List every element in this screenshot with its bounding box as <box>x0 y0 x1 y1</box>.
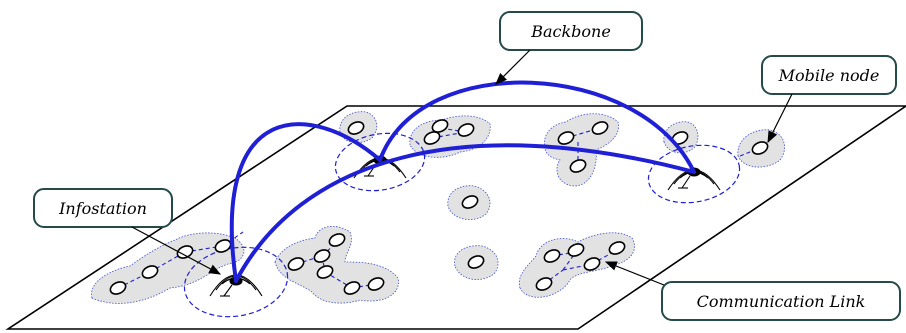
backbone-links <box>229 80 696 283</box>
callout-backbone: Backbone <box>495 11 643 85</box>
backbone-arc-3 <box>378 80 696 174</box>
backbone-arc-1 <box>229 122 382 283</box>
callout-infostation: Infostation <box>33 188 222 275</box>
backbone-arc-2 <box>234 143 696 283</box>
coverage-infostation-left <box>183 246 289 318</box>
callout-communication-link: Communication Link <box>604 261 901 321</box>
callout-mobile-node-label: Mobile node <box>778 66 880 85</box>
coverage-infostation-right <box>647 144 741 204</box>
cluster-left <box>91 232 245 304</box>
callout-communication-link-label: Communication Link <box>697 292 866 311</box>
callout-infostation-label: Infostation <box>58 199 147 218</box>
callout-mobile-node: Mobile node <box>761 55 897 144</box>
ground-plane <box>5 105 906 330</box>
callout-backbone-label: Backbone <box>530 22 611 41</box>
cluster-left-right <box>274 225 399 304</box>
